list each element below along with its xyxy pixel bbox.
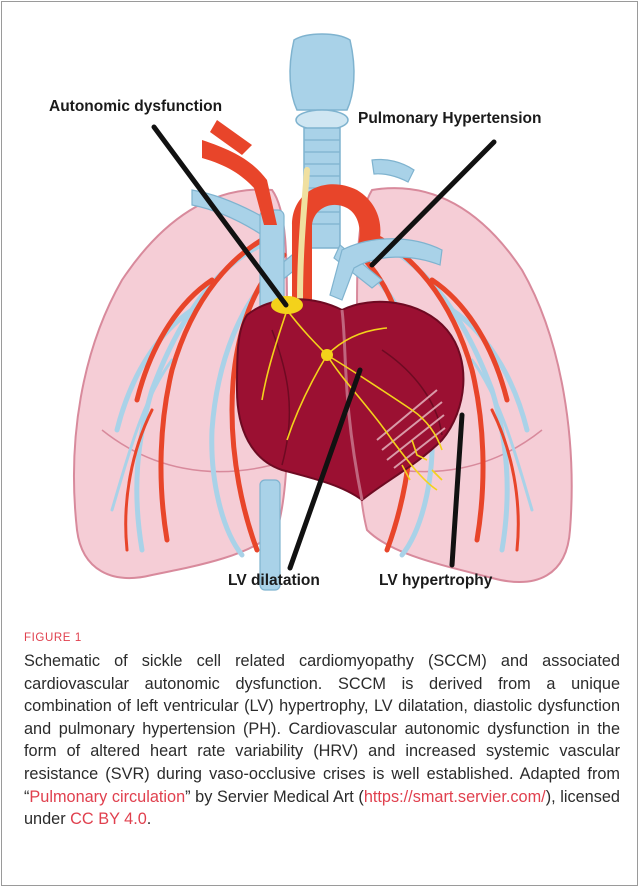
link-pulmonary-circulation[interactable]: Pulmonary circulation <box>29 788 185 806</box>
caption-text-2: ” by Servier Medical Art ( <box>185 788 364 806</box>
link-servier-url[interactable]: https://smart.servier.com/ <box>364 788 546 806</box>
label-autonomic-dysfunction: Autonomic dysfunction <box>49 98 222 116</box>
caption-text-1: Schematic of sickle cell related cardiom… <box>24 652 620 806</box>
label-pulmonary-hypertension: Pulmonary Hypertension <box>358 110 541 128</box>
link-cc-by-license[interactable]: CC BY 4.0 <box>70 810 147 828</box>
caption-text-4: . <box>147 810 152 828</box>
figure-label: FIGURE 1 <box>24 632 82 644</box>
label-lv-hypertrophy: LV hypertrophy <box>379 572 492 590</box>
label-lv-dilatation: LV dilatation <box>228 572 320 590</box>
figure-caption: Schematic of sickle cell related cardiom… <box>24 650 620 831</box>
